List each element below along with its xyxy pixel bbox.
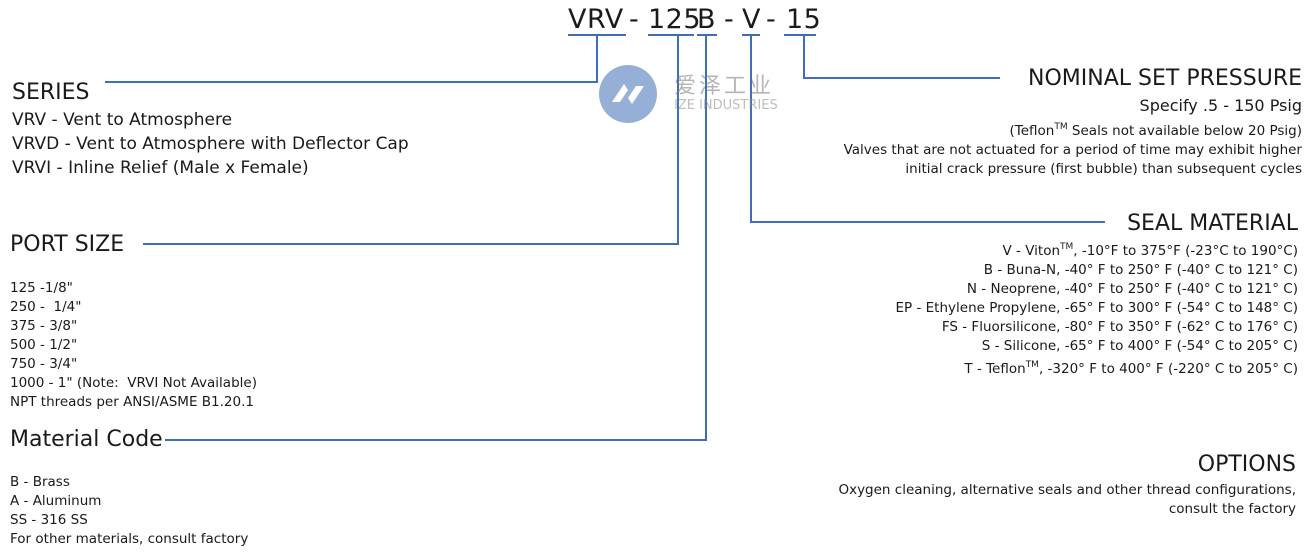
port-size-item: 375 - 3/8" (10, 318, 78, 334)
seal-material-item: FS - Fluorsilicone, -80° F to 350° F (-6… (941, 319, 1298, 335)
seal-leader-vertical (750, 36, 752, 223)
port-size-leader-horizontal (143, 243, 679, 245)
series-item: VRV - Vent to Atmosphere (12, 110, 233, 130)
seal-leader-horizontal (750, 221, 1105, 223)
part-code-separator: - (766, 4, 777, 35)
teflon-note: (TeflonTM Seals not available below 20 P… (1009, 122, 1302, 139)
part-code-seal: V (742, 4, 761, 35)
nominal-set-pressure-title: NOMINAL SET PRESSURE (1028, 66, 1302, 91)
port-size-leader-vertical (677, 36, 679, 245)
material-code-item: For other materials, consult factory (10, 531, 249, 547)
seal-material-item: V - VitonTM, -10°F to 375°F (-23°C to 19… (1002, 242, 1298, 259)
port-size-item: 500 - 1/2" (10, 337, 78, 353)
port-size-item: 1000 - 1" (Note: VRVI Not Available) (10, 375, 257, 391)
seal-material-item: N - Neoprene, -40° F to 250° F (-40° C t… (966, 281, 1298, 297)
options-title: OPTIONS (1197, 452, 1296, 477)
size-underline (648, 34, 694, 36)
part-code-pressure: 15 (786, 4, 822, 35)
seal-material-list: V - VitonTM, -10°F to 375°F (-23°C to 19… (896, 238, 1298, 379)
part-code: VRV - 125 B - V - 15 (0, 4, 1316, 44)
options-line: Oxygen cleaning, alternative seals and o… (838, 482, 1296, 498)
series-item: VRVD - Vent to Atmosphere with Deflector… (12, 134, 409, 154)
seal-material-item: B - Buna-N, -40° F to 250° F (-40° C to … (983, 262, 1298, 278)
port-size-list: 125 -1/8" 250 - 1/4" 375 - 3/8" 500 - 1/… (10, 279, 257, 412)
material-leader-horizontal (165, 439, 707, 441)
port-size-title: PORT SIZE (10, 232, 125, 257)
nominal-set-pressure-notes: (TeflonTM Seals not available below 20 P… (844, 118, 1302, 179)
series-item: VRVI - Inline Relief (Male x Female) (12, 158, 309, 178)
material-code-list: B - Brass A - Aluminum SS - 316 SS For o… (10, 473, 248, 549)
part-code-prefix: VRV (568, 4, 624, 35)
material-underline (697, 34, 717, 36)
options-line: consult the factory (1168, 501, 1296, 517)
crack-pressure-note: initial crack pressure (first bubble) th… (905, 161, 1302, 177)
part-code-separator: - (724, 4, 735, 35)
series-list: VRV - Vent to Atmosphere VRVD - Vent to … (12, 108, 409, 180)
watermark-name-cn: 爱泽工业 (674, 74, 775, 99)
port-size-item: 250 - 1/4" (10, 299, 82, 315)
part-code-size: 125 (648, 4, 702, 35)
ize-logo-icon (599, 65, 657, 123)
port-size-item: NPT threads per ANSI/ASME B1.20.1 (10, 394, 254, 410)
prefix-underline (568, 34, 626, 36)
watermark-logo: 爱泽工业 IZE INDUSTRIES (594, 64, 794, 124)
material-code-item: A - Aluminum (10, 493, 102, 509)
options-text: Oxygen cleaning, alternative seals and o… (838, 481, 1296, 519)
seal-material-item: S - Silicone, -65° F to 400° F (-54° C t… (981, 338, 1298, 354)
series-title: SERIES (12, 80, 90, 105)
series-leader-vertical (596, 36, 598, 83)
material-code-item: B - Brass (10, 474, 70, 490)
nominal-set-pressure-specify: Specify .5 - 150 Psig (1139, 96, 1302, 115)
material-code-item: SS - 316 SS (10, 512, 88, 528)
port-size-item: 125 -1/8" (10, 280, 73, 296)
seal-material-item: EP - Ethylene Propylene, -65° F to 300° … (895, 300, 1298, 316)
material-code-title: Material Code (10, 427, 163, 452)
watermark-name-en: IZE INDUSTRIES (674, 98, 778, 113)
series-leader-horizontal (105, 81, 598, 83)
port-size-item: 750 - 3/4" (10, 356, 78, 372)
part-code-separator: - (629, 4, 640, 35)
part-code-material: B (697, 4, 717, 35)
seal-underline (742, 34, 760, 36)
material-leader-vertical (705, 36, 707, 441)
pressure-leader-vertical (803, 36, 805, 79)
crack-pressure-note: Valves that are not actuated for a perio… (843, 142, 1302, 158)
pressure-leader-horizontal (803, 77, 1000, 79)
seal-material-item: T - TeflonTM, -320° F to 400° F (-220° C… (964, 360, 1298, 377)
seal-material-title: SEAL MATERIAL (1127, 211, 1298, 236)
pressure-underline (784, 34, 816, 36)
